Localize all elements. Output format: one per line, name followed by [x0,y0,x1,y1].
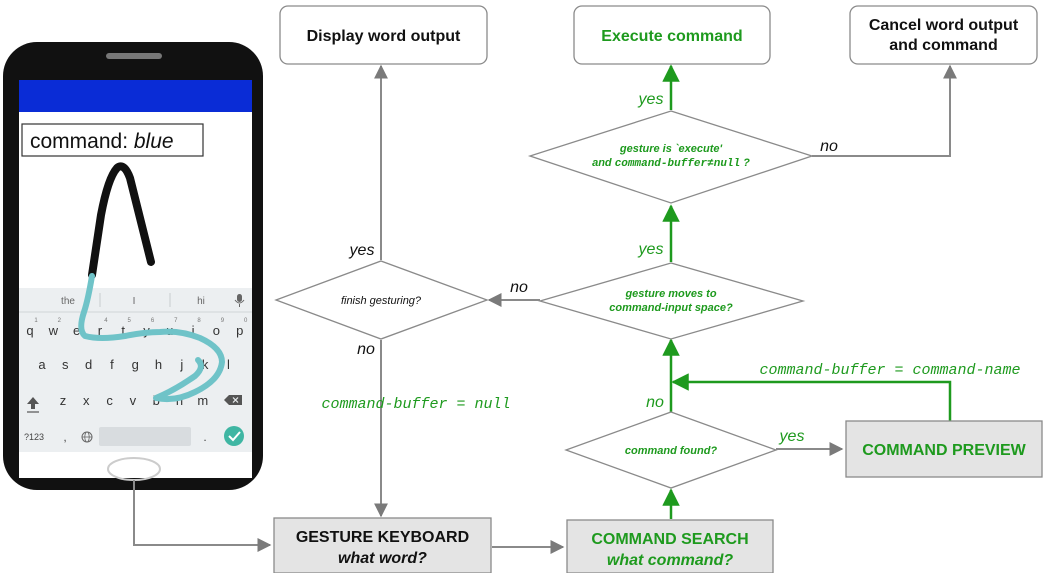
key-num-5: 5 [128,318,132,324]
key-v[interactable]: v [130,393,137,408]
label-no-found: no [646,394,664,411]
key-s[interactable]: s [62,357,69,372]
display-word-output-box: Display word output [279,5,488,65]
svg-text:and command-buffer≠null ?: and command-buffer≠null ? [592,157,750,170]
key-g[interactable]: g [132,357,139,372]
key-e[interactable]: e [73,323,80,338]
command-found-decision: command found? [564,411,778,489]
svg-text:command-input space?: command-input space? [609,302,733,314]
key-m[interactable]: m [197,393,208,408]
enter-check-icon[interactable] [224,426,244,446]
soft-keyboard [19,288,252,452]
key-d[interactable]: d [85,357,92,372]
command-display-text: command: blue [30,130,174,153]
key-num-2: 2 [58,318,62,324]
svg-text:command found?: command found? [625,445,718,457]
suggestion-i[interactable]: I [133,296,136,307]
svg-text:finish gesturing?: finish gesturing? [341,295,422,307]
svg-text:and command: and command [889,37,997,54]
label-yes-found: yes [779,428,805,445]
suggestion-the[interactable]: the [61,296,75,307]
svg-text:gesture moves to: gesture moves to [624,288,716,300]
symbols-key[interactable]: ?123 [24,432,44,442]
key-o[interactable]: o [213,323,220,338]
connectors [133,64,957,554]
label-no-execute: no [820,138,838,155]
label-buffer-null: command-buffer = null [321,396,510,413]
moves-to-command-space-decision: gesture moves to command-input space? [537,262,806,340]
app-bar [19,80,252,112]
svg-text:Cancel word output: Cancel word output [869,17,1019,34]
key-t[interactable]: t [121,323,125,338]
key-p[interactable]: p [236,323,243,338]
execute-command-box: Execute command [573,5,771,65]
period-key[interactable]: . [203,430,206,444]
key-f[interactable]: f [110,357,114,372]
key-j[interactable]: j [179,357,183,372]
microphone-icon[interactable] [234,294,245,307]
suggestion-strip: the I hi [19,293,252,313]
globe-icon[interactable] [81,431,93,443]
label-yes-move: yes [638,241,664,258]
key-h[interactable]: h [155,357,162,372]
finish-gesturing-decision: finish gesturing? [274,260,489,340]
svg-text:Display word output: Display word output [307,28,461,45]
label-no-finish: no [357,341,375,358]
key-x[interactable]: x [83,393,90,408]
key-w[interactable]: w [48,323,59,338]
command-preview-box: COMMAND PREVIEW [845,420,1043,478]
shift-key[interactable] [27,397,39,413]
key-num-0: 0 [244,318,248,324]
edge-labels: yes no no yes yes no no yes command-buff… [321,91,1020,445]
label-no-move: no [510,279,528,296]
key-l[interactable]: l [227,357,230,372]
key-r[interactable]: r [98,323,103,338]
command-display-box [21,123,204,157]
svg-text:gesture is `execute': gesture is `execute' [619,143,723,155]
gesture-trail [78,273,225,403]
key-num-8: 8 [197,318,201,324]
key-z[interactable]: z [60,393,67,408]
key-q[interactable]: q [26,323,33,338]
svg-text:GESTURE KEYBOARD: GESTURE KEYBOARD [296,529,469,546]
cancel-output-box: Cancel word output and command [849,5,1038,65]
key-a[interactable]: a [38,357,46,372]
label-buffer-name: command-buffer = command-name [759,362,1020,379]
space-bar[interactable] [99,427,191,446]
handwritten-gesture-stroke [88,162,155,279]
command-search-box: COMMAND SEARCH what command? [566,519,774,573]
key-i[interactable]: i [192,323,195,338]
backspace-icon[interactable] [224,395,242,405]
key-num-1: 1 [34,318,38,324]
key-c[interactable]: c [106,393,113,408]
key-num-7: 7 [174,318,178,324]
suggestion-hi[interactable]: hi [197,296,205,307]
svg-text:COMMAND SEARCH: COMMAND SEARCH [591,531,748,548]
gesture-keyboard-box: GESTURE KEYBOARD what word? [273,517,492,573]
label-yes-display: yes [349,242,375,259]
label-yes-execute: yes [638,91,664,108]
svg-text:COMMAND PREVIEW: COMMAND PREVIEW [862,442,1026,459]
key-num-9: 9 [221,318,225,324]
svg-text:what command?: what command? [607,552,733,569]
key-k[interactable]: k [202,357,209,372]
svg-text:Execute command: Execute command [601,28,742,45]
execute-check-decision: gesture is `execute' and command-buffer≠… [527,110,815,204]
svg-text:what word?: what word? [338,550,427,567]
comma-key[interactable]: , [63,430,66,444]
key-num-4: 4 [104,318,108,324]
phone-speaker [106,53,162,59]
key-num-6: 6 [151,318,155,324]
